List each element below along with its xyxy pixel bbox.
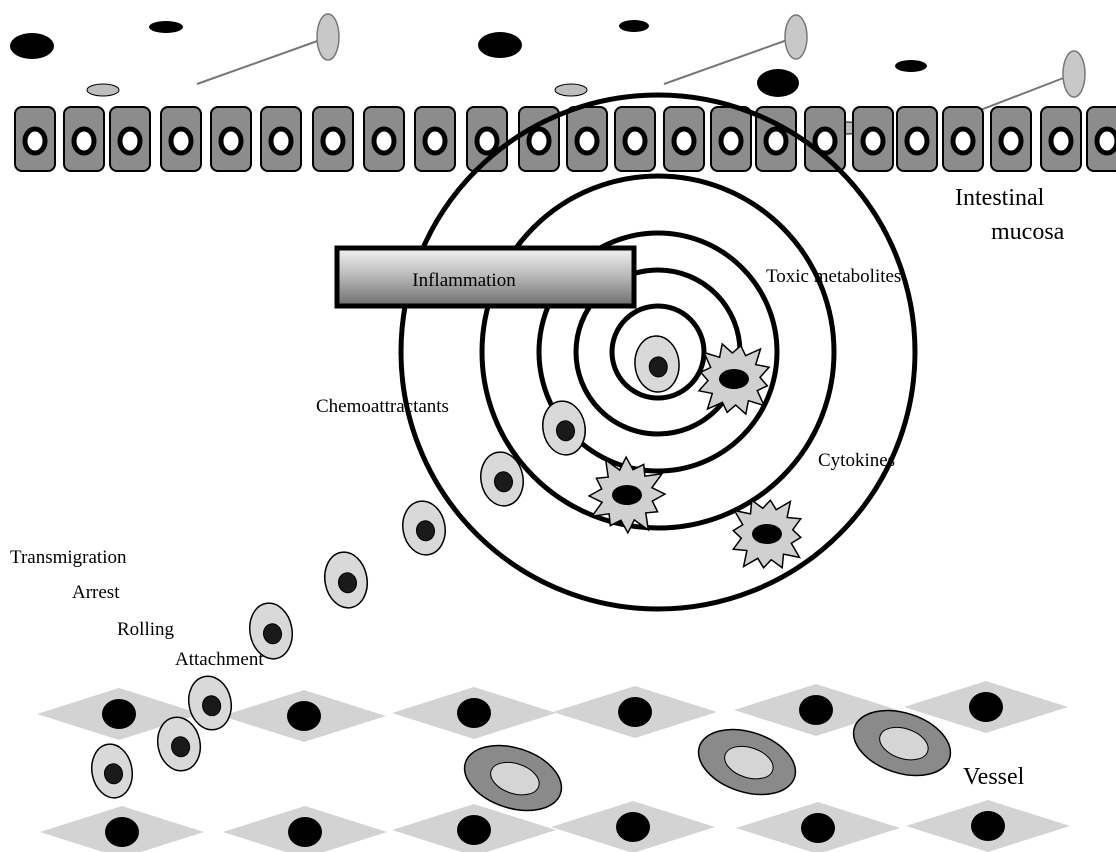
epithelial-cell [1040,106,1082,172]
pin-head [316,13,340,61]
inflammation-banner: Inflammation [334,245,637,309]
particle [554,83,588,97]
arrest-label: Arrest [72,582,120,603]
pin-head [784,14,808,60]
epithelial-cell [896,106,938,172]
endothelial-cell [551,801,715,852]
epithelial-cell [755,106,797,172]
epithelial-cell [942,106,984,172]
red-blood-cell [463,744,563,812]
activated-cell [697,342,771,416]
epithelial-cell [614,106,656,172]
epithelial-cell [14,106,56,172]
epithelial-cell [414,106,456,172]
endothelial-cell [223,806,387,852]
leukocyte [402,500,446,556]
endothelial-cell [906,800,1070,852]
endothelial-cell [736,802,900,852]
endothelial-cell [40,806,204,852]
endothelial-cell [904,681,1068,733]
toxic-metabolites-label: Toxic metabolites [766,266,901,287]
epithelial-cell [109,106,151,172]
activated-cells [587,342,803,570]
leukocyte [634,335,680,393]
bacterium [478,32,522,58]
epithelial-cell [363,106,405,172]
activated-cell [587,455,667,535]
leukocyte [542,400,586,456]
bacterium [619,20,649,32]
leukocyte [91,743,133,799]
leukocyte [324,551,368,609]
epithelial-cell [663,106,705,172]
particle [86,83,120,97]
leukocyte [187,675,233,731]
bacterium [10,33,54,59]
endothelial-cell [553,686,717,738]
attachment-label: Attachment [175,649,264,670]
gradient-ring [398,92,918,612]
bacterium [149,21,183,33]
activated-cell [731,498,803,570]
epithelial-cell [710,106,752,172]
inflammation-label: Inflammation [412,270,516,291]
endothelial-cell [37,688,201,740]
chemoattractants-label: Chemoattractants [316,396,449,417]
pin-shaft [663,38,791,85]
rolling-label: Rolling [117,619,175,640]
epithelial-cell [852,106,894,172]
epithelial-cell [566,106,608,172]
bacterium [895,60,927,72]
intestinal-mucosa-label-line1: Intestinal [955,185,1045,211]
epithelial-cell [210,106,252,172]
leukocyte [156,716,202,772]
leukocyte [480,451,524,507]
epithelial-cell [990,106,1032,172]
chemotactic-gradient-rings [398,92,918,612]
erythrocytes [463,709,952,812]
bacterium [757,69,799,97]
red-blood-cell [852,709,952,777]
pin-shaft [196,38,324,85]
vessel-label: Vessel [963,764,1025,790]
endothelial-cell [222,690,386,742]
pin-head [1062,50,1086,98]
epithelial-cell [63,106,105,172]
intestinal-mucosa-label-line2: mucosa [991,219,1065,245]
endothelial-cell [392,804,556,852]
epithelial-cell [518,106,560,172]
gradient-ring [536,230,780,474]
epithelial-cell [804,106,846,172]
epithelial-cell [1086,106,1116,172]
gradient-ring [479,173,837,531]
leukocyte [249,602,293,660]
epithelial-layer [14,106,1116,172]
cytokines-label: Cytokines [818,450,895,471]
endothelial-cell [392,687,556,739]
transmigration-label: Transmigration [10,547,127,568]
leukocytes [91,335,680,799]
vessel-wall [37,681,1070,852]
red-blood-cell [697,728,797,796]
epithelial-cell [260,106,302,172]
epithelial-cell [160,106,202,172]
epithelial-cell [312,106,354,172]
epithelial-cell [466,106,508,172]
